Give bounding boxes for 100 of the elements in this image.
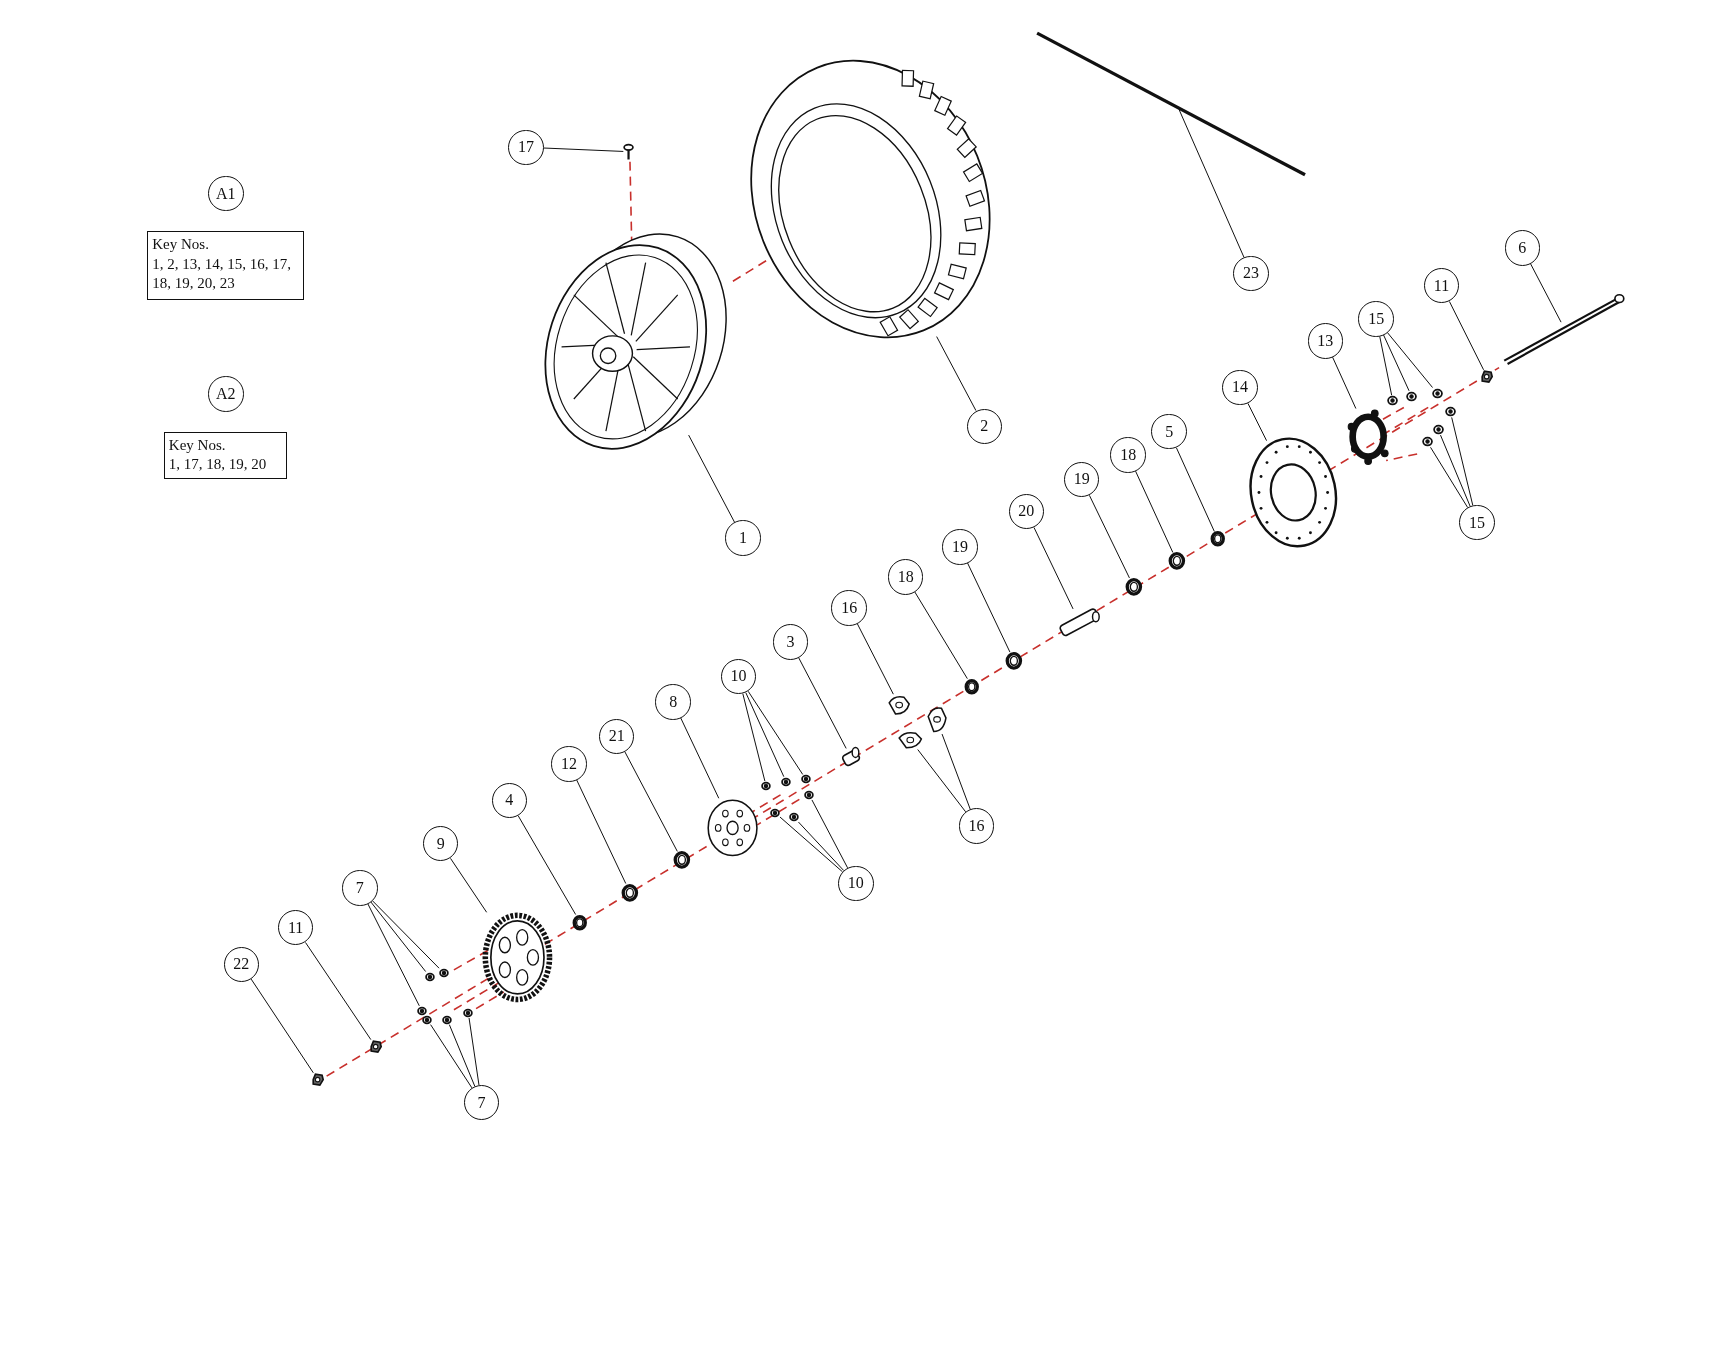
callout-number: 6 (1504, 230, 1540, 266)
leader-line (941, 733, 971, 810)
leader-line (576, 779, 627, 884)
bolt-drawing (761, 781, 772, 792)
leader-line (468, 1017, 480, 1086)
damper-drawing (925, 705, 948, 735)
callout-number: 2 (966, 408, 1002, 444)
callout-number: 9 (422, 825, 459, 862)
nut-drawing (368, 1039, 382, 1053)
leader-line (680, 717, 720, 799)
key-numbers-text: 1, 17, 18, 19, 20 (168, 455, 268, 475)
key-numbers-text: 1, 2, 13, 14, 15, 16, 17, 18, 19, 20, 23 (152, 254, 292, 294)
leader-line (1033, 526, 1074, 610)
callout-number: 10 (838, 865, 874, 902)
callout-number: 10 (720, 658, 757, 695)
damper-drawing (896, 729, 924, 750)
key-box (147, 231, 305, 301)
callout-number: 7 (463, 1085, 500, 1121)
leader-line (856, 623, 894, 695)
leader-line (1383, 334, 1410, 392)
leader-line (1530, 263, 1562, 323)
washer-drawing (572, 914, 588, 930)
bolt-drawing (1444, 406, 1456, 418)
bolt-drawing (804, 789, 815, 800)
leader-line (1379, 335, 1393, 396)
callout-number: 18 (1110, 437, 1146, 473)
callout-number: 5 (1151, 414, 1187, 450)
spacer-drawing (840, 748, 863, 769)
bolt-drawing (770, 807, 780, 818)
callout-number: 11 (1423, 267, 1460, 304)
washer-drawing (1168, 552, 1186, 571)
leader-line (1440, 434, 1471, 507)
leader-line (811, 799, 849, 869)
bolt-drawing (1432, 424, 1444, 436)
nut-drawing (1480, 369, 1494, 384)
key-heading: Key Nos. (152, 235, 210, 255)
brake-disc-drawing (1248, 436, 1338, 550)
leader-line (745, 692, 785, 778)
washer-drawing (964, 678, 980, 695)
bolt-drawing (438, 968, 449, 979)
bolt-drawing (416, 1005, 427, 1016)
bolt-drawing (781, 776, 792, 787)
leader-line (747, 690, 804, 775)
leader-line (742, 693, 766, 782)
leader-line (779, 816, 843, 873)
callout-number: 18 (887, 559, 924, 595)
bolt-drawing (422, 1014, 433, 1025)
leader-line (1175, 447, 1215, 532)
callout-number: 12 (551, 746, 587, 782)
bolt-drawing (1421, 436, 1433, 448)
callout-number: 3 (772, 624, 809, 660)
leader-line (1135, 470, 1174, 553)
leader-line (250, 978, 314, 1074)
bolt-drawing (442, 1014, 453, 1025)
leader-line (448, 1024, 476, 1087)
leader-line (967, 562, 1011, 653)
leader-line (1247, 402, 1268, 442)
callout-number: 14 (1222, 369, 1258, 406)
leader-line (1386, 332, 1434, 388)
washer-drawing (1210, 531, 1226, 547)
rod-drawing (1036, 32, 1307, 176)
leader-line (914, 591, 968, 680)
leader-line (450, 857, 488, 913)
leader-line (305, 942, 372, 1041)
callout-number: A1 (208, 176, 244, 212)
callout-number: 4 (491, 782, 527, 819)
sprocket-carrier-drawing (1346, 408, 1391, 464)
leader-line (1451, 416, 1474, 506)
washer-drawing (673, 851, 691, 870)
leader-line (1088, 494, 1130, 579)
callout-number: A2 (208, 376, 244, 412)
callout-number: 17 (508, 129, 544, 165)
leader-line (798, 657, 847, 749)
hub-drawing (706, 798, 760, 859)
callout-number: 8 (655, 684, 691, 720)
bolt-drawing (801, 774, 811, 785)
callout-number: 16 (958, 808, 995, 844)
leader-line (624, 751, 678, 852)
leader-line (797, 821, 845, 872)
leader-line (936, 336, 977, 412)
callout-number: 23 (1233, 255, 1269, 292)
axle-drawing (1502, 292, 1625, 366)
callout-number: 15 (1358, 301, 1394, 337)
leader-line (1448, 301, 1485, 371)
leader-line (517, 815, 577, 915)
bolt-drawing (463, 1008, 474, 1018)
leader-line (543, 147, 624, 152)
callout-number: 15 (1459, 504, 1495, 541)
leader-line (1332, 356, 1357, 410)
leader-line (370, 901, 427, 972)
screw-drawing (623, 143, 635, 160)
key-box (163, 431, 287, 480)
leader-line (1178, 109, 1245, 258)
leader-line (430, 1024, 473, 1089)
callout-number: 20 (1008, 493, 1044, 530)
bolt-drawing (1387, 395, 1399, 407)
callout-number: 11 (277, 910, 314, 946)
leader-line (688, 434, 736, 523)
leader-line (367, 903, 420, 1007)
callout-number: 7 (342, 870, 378, 906)
